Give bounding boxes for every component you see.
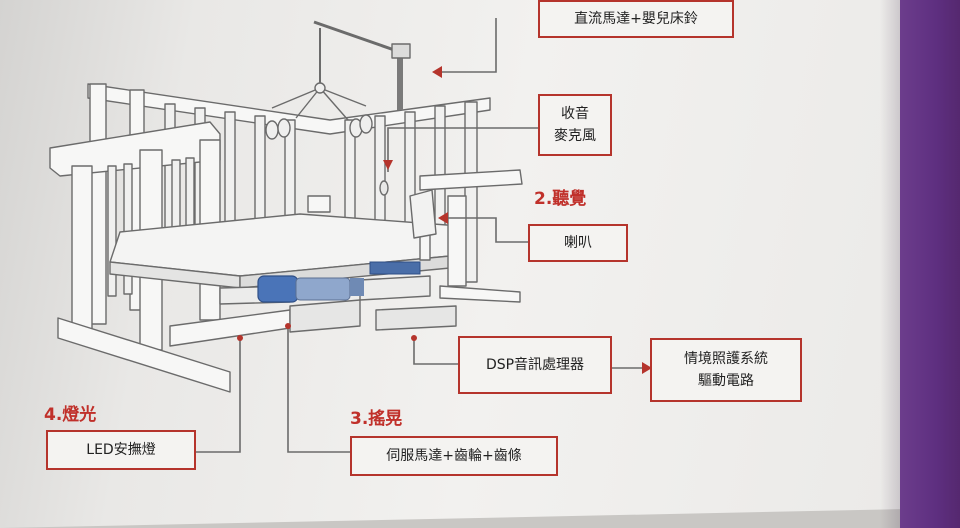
purple-side-band: [900, 0, 960, 528]
section-hearing: 2.聽覺: [534, 189, 587, 209]
servo-housing: [289, 299, 361, 333]
crib-back-rail: [87, 83, 491, 135]
line-dsp: [413, 336, 460, 365]
lighting-driver-box: 情境照護系統 驅動電路: [650, 338, 802, 402]
crib-diagram: [49, 18, 652, 453]
servo-box: 伺服馬達+齒輪+齒條: [350, 436, 558, 476]
motor-mobile-box: 直流馬達+嬰兒床鈴: [538, 0, 734, 38]
microphone-device: [379, 180, 389, 196]
servo-motor-assembly: [257, 261, 421, 303]
line-microphone: [387, 127, 542, 172]
section-rocking: 3.搖晃: [350, 409, 403, 429]
crib-base-left: [57, 317, 231, 393]
speaker-box: 喇叭: [528, 224, 628, 262]
line-led: [196, 336, 241, 453]
led-box: LED安撫燈: [46, 430, 196, 470]
section-light: 4.燈光: [44, 405, 97, 425]
microphone-box: 收音 麥克風: [538, 94, 612, 156]
line-motor-mobile: [436, 18, 497, 73]
dsp-box: DSP音訊處理器: [458, 336, 612, 394]
line-speaker: [442, 217, 528, 243]
line-servo: [287, 324, 352, 453]
dsp-housing: [375, 305, 457, 331]
